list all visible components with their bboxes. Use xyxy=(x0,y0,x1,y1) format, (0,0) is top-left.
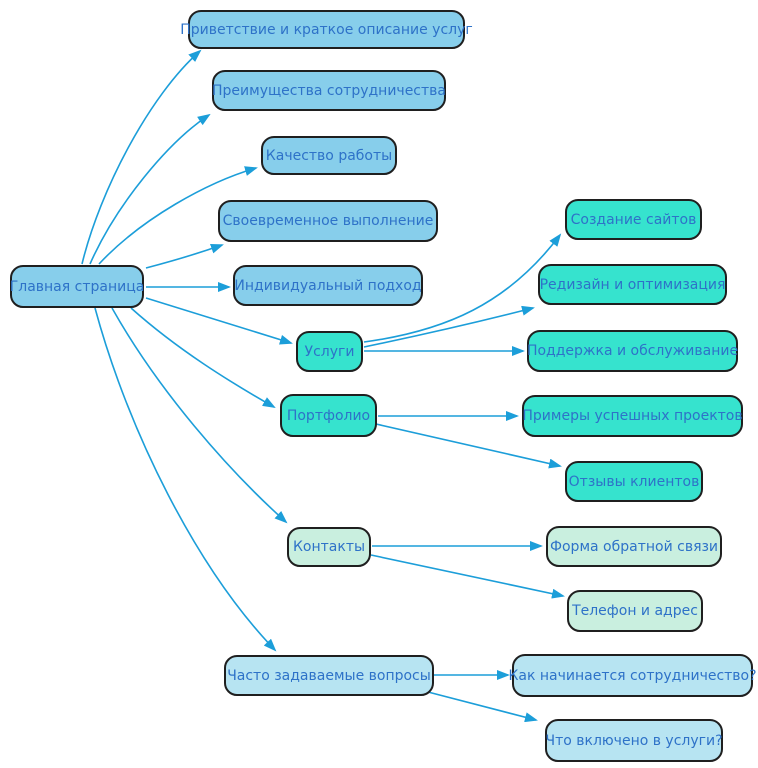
node-faq: Часто задаваемые вопросы xyxy=(224,655,434,696)
node-examples: Примеры успешных проектов xyxy=(522,395,743,437)
node-portfolio: Портфолио xyxy=(280,394,377,437)
edge-home-services xyxy=(145,297,293,345)
edge-services-site-creation xyxy=(363,233,562,343)
node-site-creation: Создание сайтов xyxy=(565,199,702,240)
node-greeting: Приветствие и краткое описание услуг xyxy=(180,10,473,49)
edge-home-contacts xyxy=(111,307,288,524)
node-individual: Индивидуальный подход xyxy=(233,265,423,306)
node-support: Поддержка и обслуживание xyxy=(527,330,738,372)
node-how-start: Как начинается сотрудничество? xyxy=(508,654,757,697)
edge-home-timely xyxy=(145,243,224,269)
edge-faq-whats-included xyxy=(427,691,538,723)
node-services: Услуги xyxy=(296,331,363,372)
edge-home-benefits xyxy=(89,113,211,265)
node-redesign: Редизайн и оптимизация xyxy=(538,264,727,305)
edge-portfolio-testimonials xyxy=(375,423,562,469)
edge-home-greeting xyxy=(81,49,202,265)
edge-home-portfolio xyxy=(130,307,276,408)
node-timely: Своевременное выполнение xyxy=(218,200,438,242)
node-feedback-form: Форма обратной связи xyxy=(546,526,722,567)
edge-home-faq xyxy=(94,307,277,652)
node-contacts: Контакты xyxy=(287,527,371,567)
edge-services-redesign xyxy=(363,305,535,348)
node-benefits: Преимущества сотрудничества xyxy=(212,70,446,111)
edge-home-quality xyxy=(98,166,258,265)
edge-contacts-phone-address xyxy=(370,554,565,599)
node-testimonials: Отзывы клиентов xyxy=(565,461,703,502)
node-quality: Качество работы xyxy=(261,136,397,175)
node-phone-address: Телефон и адрес xyxy=(567,590,703,632)
node-whats-included: Что включено в услуги? xyxy=(545,719,723,762)
node-home: Главная страница xyxy=(10,265,144,308)
